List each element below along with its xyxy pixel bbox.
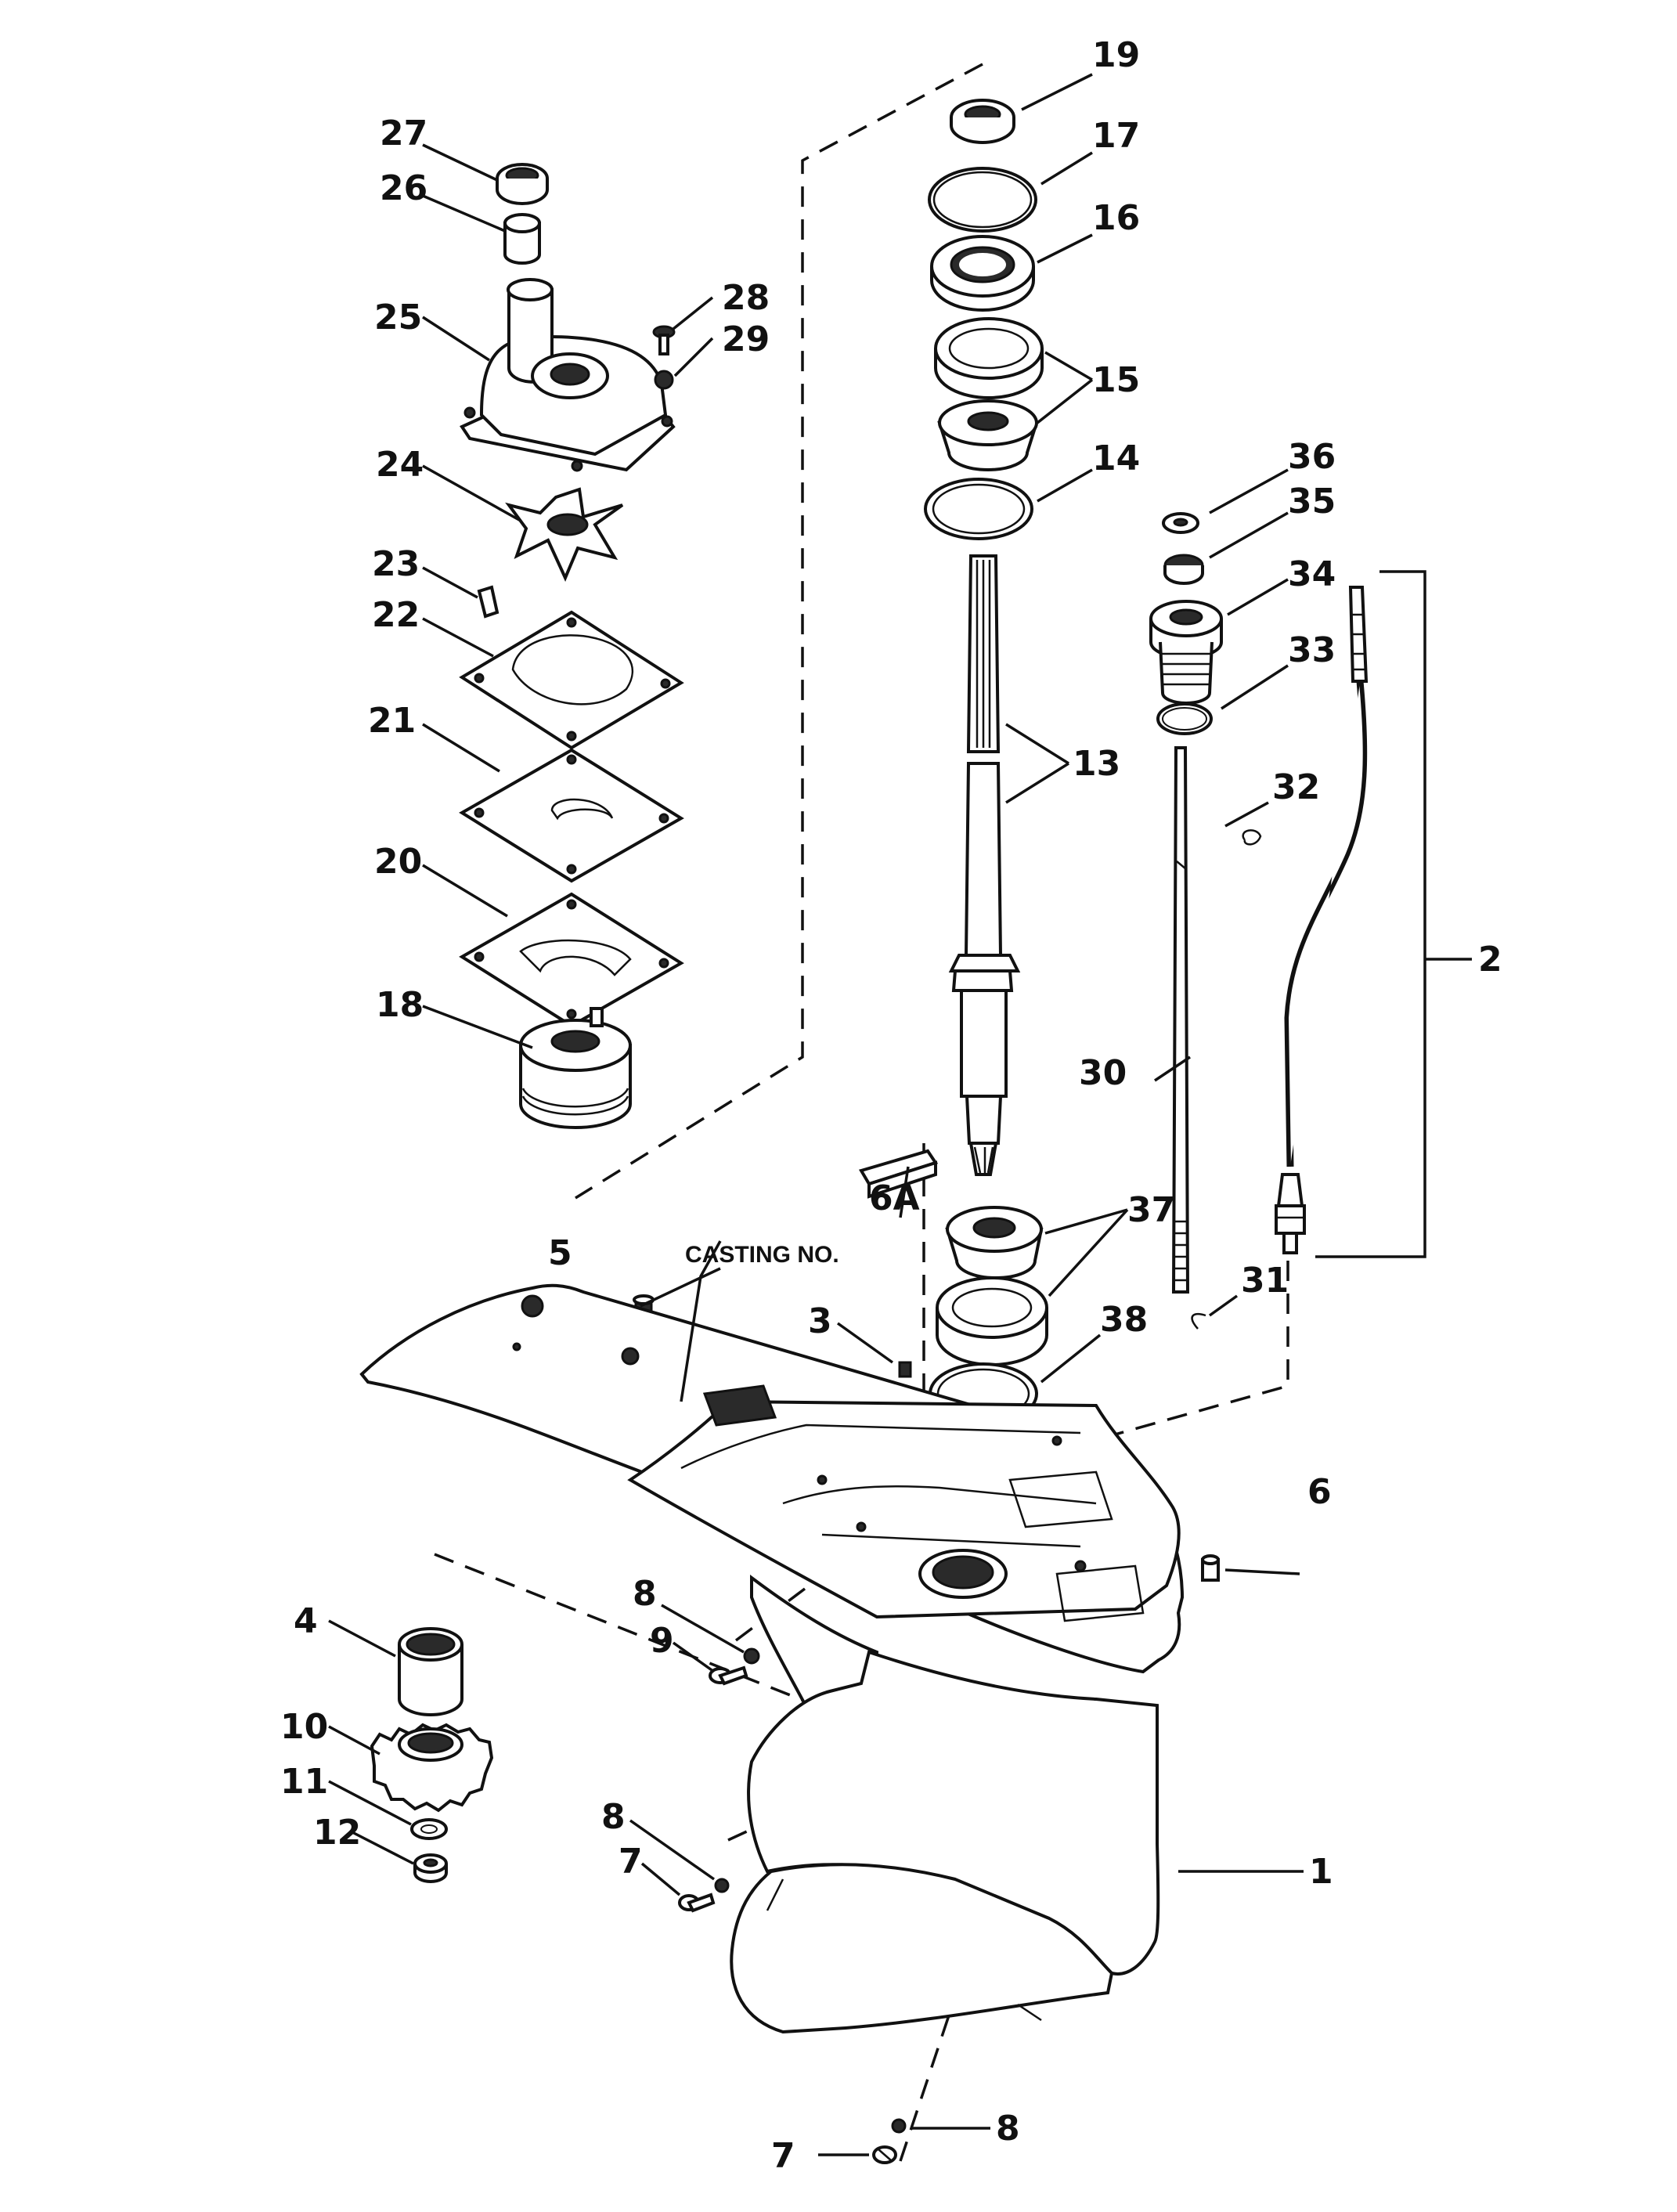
part-10-pinion-gear — [370, 1723, 494, 1813]
part-29-washer — [654, 370, 674, 390]
part-21-face-plate — [459, 748, 684, 883]
callout-27: 27 — [380, 114, 427, 153]
callout-19: 19 — [1092, 35, 1140, 75]
part-15-bearing-cone — [937, 399, 1039, 471]
part-31-e-clip — [1191, 1312, 1206, 1330]
callout-28: 28 — [722, 278, 770, 318]
part-27-seal — [496, 163, 549, 205]
part-23-key — [477, 585, 499, 619]
part-8-washer-lower — [891, 2118, 907, 2134]
part-6-plug — [1201, 1554, 1220, 1582]
part-8-washer-middle — [714, 1878, 730, 1893]
callout-2: 2 — [1478, 940, 1502, 980]
callout-37: 37 — [1127, 1190, 1175, 1230]
part-36-washer — [1162, 512, 1199, 534]
callout-7-middle: 7 — [619, 1842, 643, 1882]
callout-17: 17 — [1092, 116, 1140, 156]
callout-6: 6 — [1307, 1472, 1332, 1512]
part-16-retainer — [930, 235, 1035, 312]
callout-31: 31 — [1241, 1261, 1289, 1301]
callout-32: 32 — [1272, 767, 1320, 807]
callout-30: 30 — [1079, 1053, 1127, 1093]
callout-10: 10 — [280, 1707, 328, 1747]
part-1-gear-housing — [359, 1283, 1185, 2034]
callout-4: 4 — [294, 1601, 318, 1641]
callout-labels: 19 17 16 15 14 13 37 38 36 35 34 33 32 3… — [280, 35, 1502, 2176]
part-13-drive-shaft — [948, 554, 1021, 1176]
part-37-bearing-cup — [936, 1276, 1048, 1366]
callout-11: 11 — [280, 1762, 328, 1802]
callout-21: 21 — [368, 701, 416, 741]
part-35-seal — [1163, 554, 1204, 585]
water-tube-assembly — [1275, 586, 1369, 1254]
callout-8-middle: 8 — [601, 1797, 626, 1837]
part-25-water-pump-body — [460, 278, 676, 472]
callout-38: 38 — [1100, 1300, 1148, 1340]
part-20-gasket — [459, 892, 684, 1028]
part-34-shift-shaft-bushing — [1149, 600, 1223, 705]
callout-24: 24 — [376, 445, 424, 485]
callout-16: 16 — [1092, 198, 1140, 238]
part-26-bushing — [503, 213, 541, 265]
callout-34: 34 — [1288, 554, 1336, 594]
part-37-bearing-cone — [945, 1206, 1044, 1279]
part-32-e-clip — [1242, 829, 1262, 846]
casting-number-label: CASTING NO. — [685, 1242, 839, 1268]
callout-14: 14 — [1092, 438, 1140, 478]
part-8-washer-upper — [743, 1647, 760, 1665]
callout-25: 25 — [374, 298, 422, 337]
part-30-shift-shaft — [1171, 746, 1190, 1294]
callout-20: 20 — [374, 842, 422, 882]
part-14-shim — [924, 478, 1033, 540]
callout-6a: 6A — [869, 1178, 920, 1218]
leader-lines — [328, 73, 1472, 2156]
part-24-impeller — [505, 487, 624, 582]
part-17-o-ring — [928, 167, 1037, 233]
part-22-gasket — [459, 610, 684, 750]
part-28-screw — [652, 325, 676, 355]
part-7-screw-middle — [678, 1893, 716, 1913]
part-18-pump-base — [519, 1007, 632, 1129]
part-3-dowel — [898, 1361, 912, 1378]
callout-35: 35 — [1288, 482, 1336, 521]
callout-23: 23 — [372, 544, 420, 584]
callout-33: 33 — [1288, 630, 1336, 670]
callout-22: 22 — [372, 595, 420, 635]
callout-5: 5 — [548, 1233, 572, 1273]
callout-3: 3 — [808, 1301, 832, 1341]
callout-15: 15 — [1092, 360, 1140, 400]
part-7-screw-lower — [872, 2145, 897, 2164]
callout-8-upper: 8 — [633, 1574, 657, 1614]
part-6a-key — [858, 1149, 939, 1199]
part-15-bearing-cup — [934, 317, 1044, 399]
callout-18: 18 — [376, 985, 424, 1025]
part-12-nut — [413, 1853, 448, 1883]
part-19-seal — [950, 99, 1015, 144]
callout-8-lower: 8 — [996, 2109, 1020, 2149]
callout-1: 1 — [1309, 1852, 1333, 1892]
callout-12: 12 — [313, 1813, 361, 1853]
callout-7-lower: 7 — [771, 2136, 795, 2176]
callout-36: 36 — [1288, 437, 1336, 477]
part-33-o-ring — [1156, 702, 1213, 735]
part-11-washer — [410, 1818, 448, 1840]
callout-29: 29 — [722, 319, 770, 359]
part-9-screw — [709, 1665, 748, 1686]
part-4-bearing — [398, 1627, 463, 1716]
callout-9: 9 — [650, 1621, 674, 1661]
callout-26: 26 — [380, 168, 427, 208]
callout-13: 13 — [1073, 744, 1120, 784]
